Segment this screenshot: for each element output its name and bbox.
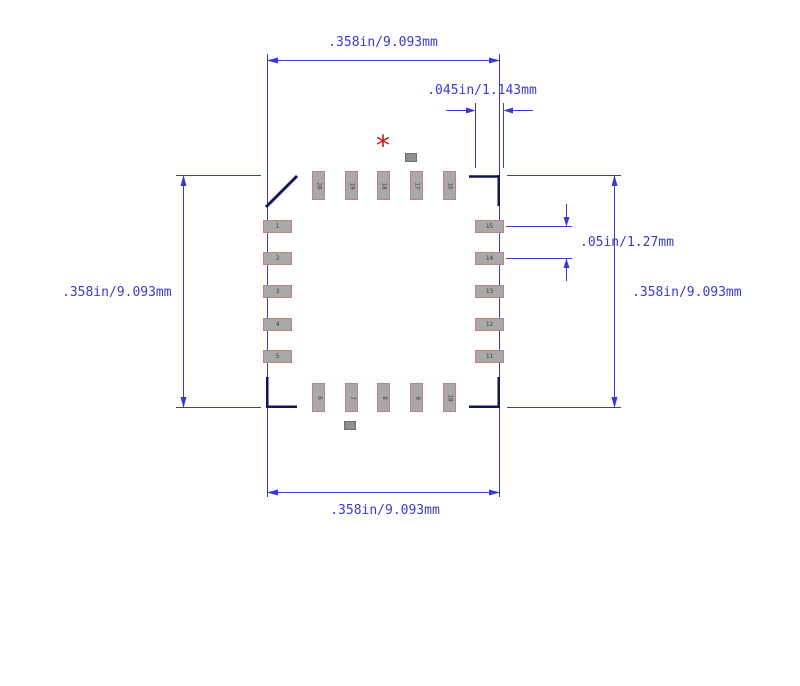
- pad-pin-17: 17: [410, 171, 423, 200]
- pad-pin-4: 4: [263, 318, 292, 331]
- pad-pin-1: 1: [263, 220, 292, 233]
- dim-pad-size-label: .045in/1.143mm: [427, 83, 537, 98]
- pad-number: 8: [380, 395, 388, 400]
- pad-number: 3: [275, 287, 280, 295]
- pad-pin-10: 10: [443, 383, 456, 412]
- pad-number: 13: [485, 287, 494, 295]
- pad-pin-20: 20: [312, 171, 325, 200]
- pad-number: 16: [446, 181, 454, 190]
- pad-number: 11: [485, 352, 494, 360]
- pad-number: 2: [275, 254, 280, 262]
- dim-left-label: .358in/9.093mm: [62, 285, 172, 300]
- orientation-marker-top: [405, 153, 417, 162]
- pad-number: 6: [315, 395, 323, 400]
- pad-number: 18: [380, 181, 388, 190]
- pad-number: 4: [275, 320, 280, 328]
- pad-pin-2: 2: [263, 252, 292, 265]
- pin1-chamfer-corner: [264, 174, 299, 209]
- pad-number: 20: [315, 181, 323, 190]
- pad-pin-5: 5: [263, 350, 292, 363]
- pad-number: 5: [275, 352, 280, 360]
- dim-pitch-label: .05in/1.27mm: [580, 235, 674, 250]
- dim-bottom-label: .358in/9.093mm: [330, 503, 440, 518]
- dim-top-label: .358in/9.093mm: [328, 35, 438, 50]
- pad-pin-9: 9: [410, 383, 423, 412]
- dimension-lines: [183, 60, 615, 493]
- pad-pin-13: 13: [475, 285, 504, 298]
- pad-pin-7: 7: [345, 383, 358, 412]
- pad-pin-18: 18: [377, 171, 390, 200]
- pad-pin-6: 6: [312, 383, 325, 412]
- pad-number: 14: [485, 254, 494, 262]
- pad-pin-19: 19: [345, 171, 358, 200]
- pad-pin-16: 16: [443, 171, 456, 200]
- pad-pin-8: 8: [377, 383, 390, 412]
- dim-right-label: .358in/9.093mm: [632, 285, 742, 300]
- pad-number: 9: [413, 395, 421, 400]
- pad-number: 10: [446, 393, 454, 402]
- pad-number: 19: [348, 181, 356, 190]
- pad-number: 7: [348, 395, 356, 400]
- extension-lines: [176, 54, 621, 497]
- dimension-arrowheads: [180, 57, 618, 496]
- pad-number: 15: [485, 222, 494, 230]
- package-outline-corners: [264, 174, 500, 408]
- pin1-asterisk: *: [376, 129, 390, 162]
- pad-pin-15: 15: [475, 220, 504, 233]
- orientation-marker-bottom: [344, 421, 356, 430]
- pad-pin-3: 3: [263, 285, 292, 298]
- pad-number: 12: [485, 320, 494, 328]
- pad-pin-11: 11: [475, 350, 504, 363]
- pad-pin-12: 12: [475, 318, 504, 331]
- pad-pin-14: 14: [475, 252, 504, 265]
- pad-number: 1: [275, 222, 280, 230]
- pad-number: 17: [413, 181, 421, 190]
